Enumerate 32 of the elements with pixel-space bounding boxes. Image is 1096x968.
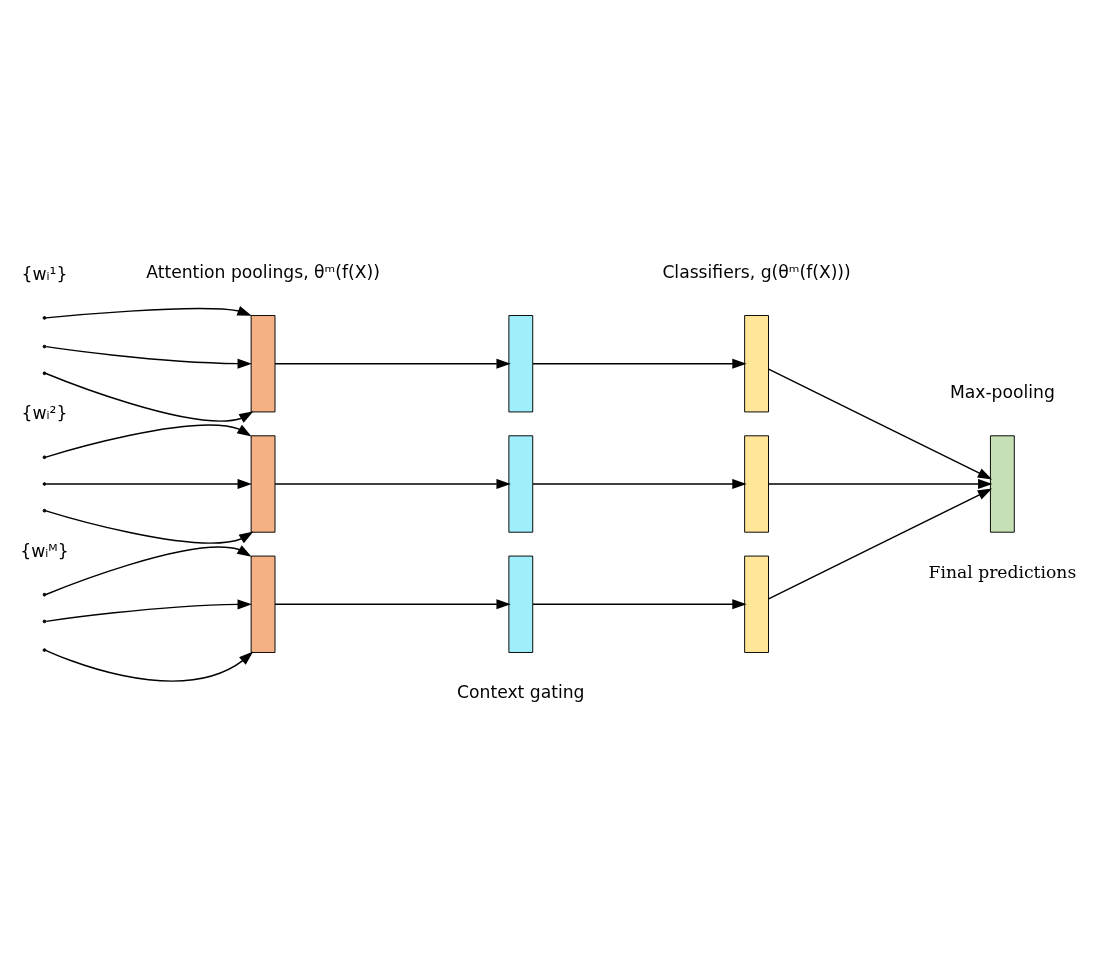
node-bar [744,315,769,413]
node-bar [508,555,534,653]
node-bar [250,315,276,413]
node-bar [989,435,1015,533]
arrow [45,345,252,369]
node-bar [508,435,534,533]
node-bar [250,435,276,533]
label: {wᵢ²} [21,403,68,424]
arrow [45,479,252,489]
node-bar [744,435,769,533]
arrow [45,424,252,458]
arrow [45,545,252,596]
arrow [767,368,993,480]
arrow [274,358,511,369]
arrow [274,479,511,489]
arrow [767,479,993,489]
arrow [274,599,511,610]
arrow [532,599,747,610]
node-bar [508,315,534,413]
arrow [45,599,252,623]
arrow [45,306,252,319]
node-bar [250,555,276,653]
label: {wᵢ¹} [21,264,68,285]
arrow [532,479,747,489]
label: {wᵢᴹ} [20,540,69,561]
node-bar [744,555,769,653]
arrow [45,510,254,544]
arrow [767,488,993,600]
node-label: Final predictions [928,561,1077,582]
arrow [45,649,254,682]
arrow [532,358,747,369]
arrow [45,372,254,423]
